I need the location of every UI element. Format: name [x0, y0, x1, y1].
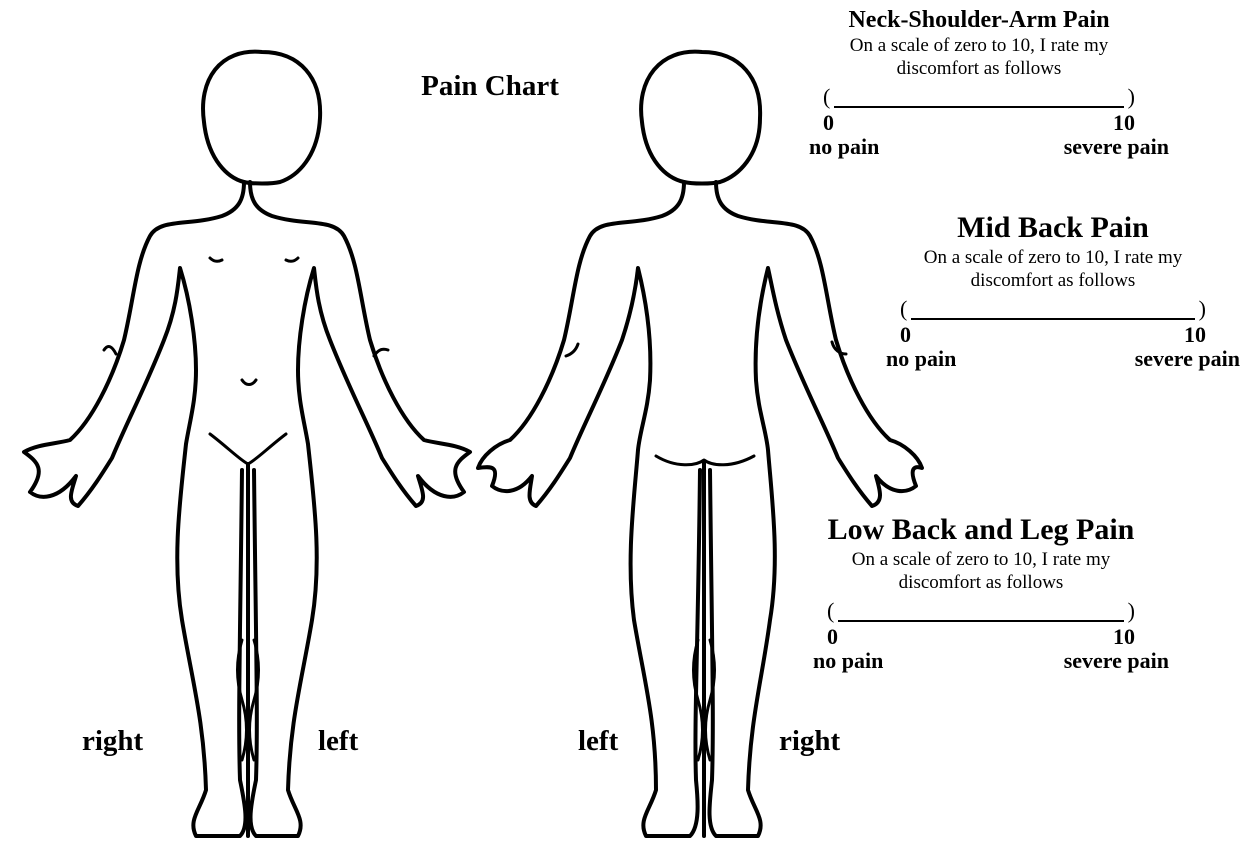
front-chest-mark-right: [286, 258, 298, 261]
scale-end-values: 0 10: [823, 112, 1135, 134]
mid-back-pain-scale: Mid Back Pain On a scale of zero to 10, …: [876, 210, 1230, 372]
scale-min-value: 0: [827, 626, 838, 648]
front-label-right: right: [82, 725, 143, 758]
scale-heading: Mid Back Pain: [876, 210, 1230, 246]
back-label-right: right: [779, 725, 840, 758]
front-label-left: left: [318, 725, 358, 758]
bar-close-paren: ): [1128, 600, 1135, 622]
scale-description-line2: discomfort as follows: [876, 269, 1230, 292]
scale-end-values: 0 10: [827, 626, 1135, 648]
rating-input-bar[interactable]: ( ): [900, 298, 1206, 324]
bar-open-paren: (: [827, 600, 834, 622]
scale-max-label: severe pain: [1135, 346, 1240, 372]
front-elbow-mark-left: [374, 349, 388, 356]
bar-close-paren: ): [1199, 298, 1206, 320]
scale-max-label: severe pain: [1064, 648, 1169, 674]
scale-min-label: no pain: [886, 346, 956, 372]
front-elbow-mark-right: [104, 347, 116, 354]
front-chest-mark-left: [210, 258, 222, 261]
scale-end-labels: no pain severe pain: [827, 648, 1135, 674]
front-groin-curve: [210, 434, 286, 464]
scale-min-label: no pain: [813, 648, 883, 674]
rating-input-bar[interactable]: ( ): [823, 86, 1135, 112]
scale-min-value: 0: [823, 112, 834, 134]
low-back-leg-pain-scale: Low Back and Leg Pain On a scale of zero…: [796, 512, 1166, 674]
front-head: [203, 52, 320, 184]
scale-description: On a scale of zero to 10, I rate my: [796, 548, 1166, 571]
page-title: Pain Chart: [385, 70, 595, 103]
scale-description-line2: discomfort as follows: [796, 571, 1166, 594]
scale-heading: Neck-Shoulder-Arm Pain: [790, 6, 1168, 34]
rating-line[interactable]: [834, 106, 1124, 108]
scale-min-label: no pain: [809, 134, 879, 160]
rating-input-bar[interactable]: ( ): [827, 600, 1135, 626]
back-head: [641, 52, 760, 184]
scale-heading: Low Back and Leg Pain: [796, 512, 1166, 548]
front-navel-mark: [242, 380, 256, 385]
scale-description: On a scale of zero to 10, I rate my: [790, 34, 1168, 57]
scale-end-labels: no pain severe pain: [823, 134, 1135, 160]
back-elbow-mark-left: [566, 344, 578, 356]
bar-close-paren: ): [1128, 86, 1135, 108]
scale-max-label: severe pain: [1064, 134, 1169, 160]
scale-max-value: 10: [1184, 324, 1206, 346]
scale-max-value: 10: [1113, 112, 1135, 134]
back-body-outline: [478, 182, 922, 836]
scale-end-labels: no pain severe pain: [900, 346, 1206, 372]
front-body-diagram[interactable]: [0, 0, 480, 844]
scale-min-value: 0: [900, 324, 911, 346]
scale-description-line2: discomfort as follows: [790, 57, 1168, 80]
rating-line[interactable]: [838, 620, 1124, 622]
back-label-left: left: [578, 725, 618, 758]
scale-description: On a scale of zero to 10, I rate my: [876, 246, 1230, 269]
bar-open-paren: (: [823, 86, 830, 108]
bar-open-paren: (: [900, 298, 907, 320]
scale-max-value: 10: [1113, 626, 1135, 648]
neck-shoulder-arm-pain-scale: Neck-Shoulder-Arm Pain On a scale of zer…: [790, 6, 1168, 160]
scale-end-values: 0 10: [900, 324, 1206, 346]
rating-line[interactable]: [911, 318, 1195, 320]
